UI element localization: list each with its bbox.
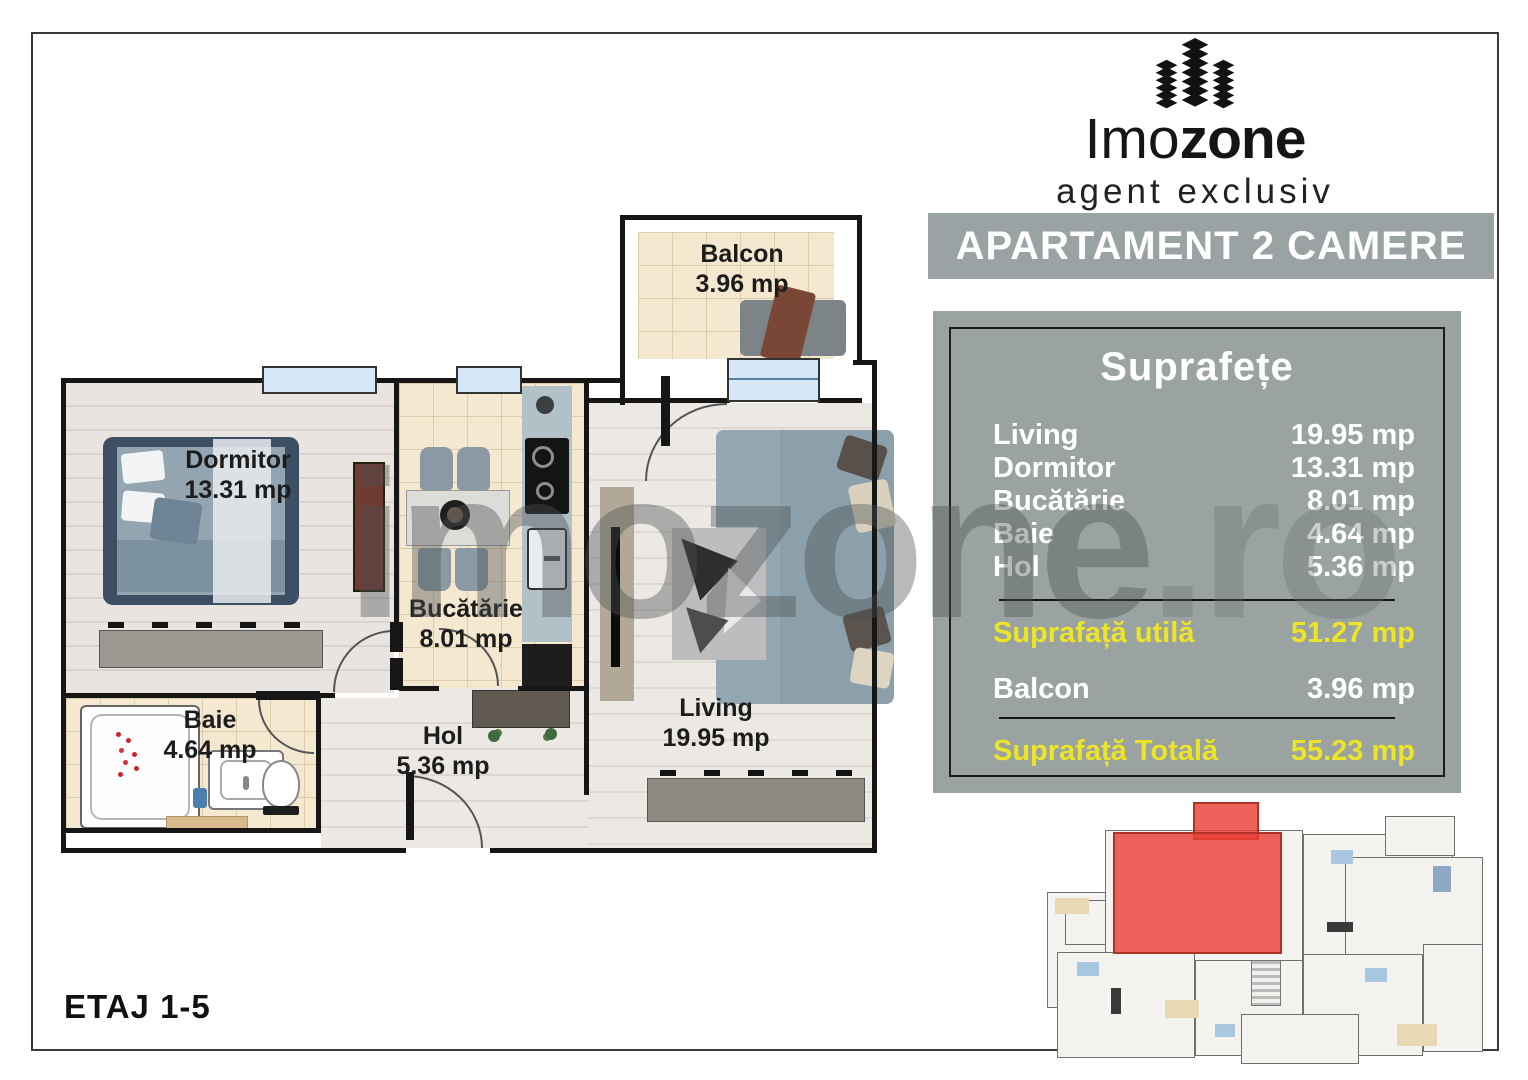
balcony-door-window xyxy=(727,358,820,402)
wall xyxy=(589,398,730,403)
overview-bed xyxy=(1215,1024,1235,1037)
wardrobe xyxy=(353,462,385,592)
faucet xyxy=(544,556,560,561)
brand-bold: zone xyxy=(1179,107,1307,171)
chair xyxy=(457,447,490,490)
bathtub-inner xyxy=(90,714,190,820)
panel-title: Suprafețe xyxy=(1100,345,1294,389)
tv xyxy=(611,527,620,667)
highlighted-apartment xyxy=(1113,832,1282,954)
overview-bed xyxy=(1331,850,1353,864)
wall xyxy=(61,848,406,853)
wall xyxy=(872,360,877,851)
brand-light: Imo xyxy=(1084,107,1180,171)
banner-title: APARTAMENT 2 CAMERE xyxy=(955,223,1467,268)
wall xyxy=(584,380,589,795)
counter-item xyxy=(536,396,554,414)
wall xyxy=(620,215,862,220)
door-jamb xyxy=(390,658,403,690)
plant xyxy=(488,730,500,742)
overview-tiles xyxy=(1397,1024,1437,1046)
sideboard-handles xyxy=(660,770,868,776)
sink-drain xyxy=(243,776,249,790)
brand-wordmark: Imozone xyxy=(1040,107,1350,171)
wall xyxy=(399,686,439,691)
entry-door-leaf xyxy=(406,772,414,840)
hall-console xyxy=(472,690,570,728)
wall xyxy=(818,398,862,403)
bath-accessory xyxy=(193,788,207,808)
window-divider xyxy=(729,378,818,380)
wall xyxy=(518,686,584,691)
overview-tiles xyxy=(1055,898,1089,914)
wall xyxy=(853,360,877,365)
bathroom-door-lintel xyxy=(256,691,320,700)
building-floor-overview xyxy=(1045,802,1487,1064)
logo: Imozone agent exclusiv xyxy=(1040,38,1350,212)
chair xyxy=(418,548,451,591)
wall xyxy=(61,378,66,851)
apartment-type-banner: APARTAMENT 2 CAMERE xyxy=(928,213,1494,279)
toilet xyxy=(262,760,300,808)
door-jamb xyxy=(390,622,403,652)
wall xyxy=(61,828,321,833)
panel-inner-border xyxy=(949,327,1445,777)
table-bowl xyxy=(447,507,463,523)
chair xyxy=(455,548,488,591)
floor-range-label: ETAJ 1-5 xyxy=(64,988,211,1025)
brand-tagline: agent exclusiv xyxy=(1056,171,1334,211)
overview-furniture xyxy=(1327,922,1353,932)
bedroom-window xyxy=(262,366,377,394)
plant xyxy=(545,728,557,740)
kitchen-cabinet xyxy=(522,644,572,690)
dresser-handles xyxy=(108,622,320,628)
stove-burner xyxy=(536,482,554,500)
buildings-icon xyxy=(1155,38,1235,109)
page-frame xyxy=(31,32,1499,1051)
panel-divider xyxy=(999,599,1395,601)
wall xyxy=(316,697,321,830)
overview-apartment xyxy=(1241,1014,1359,1064)
chair xyxy=(420,447,453,490)
overview-room xyxy=(1385,816,1455,856)
overview-bed xyxy=(1365,968,1387,982)
stove-burner xyxy=(532,446,554,468)
overview-tiles xyxy=(1165,1000,1199,1018)
wall xyxy=(394,380,399,622)
wall xyxy=(61,693,335,698)
overview-stairs xyxy=(1251,960,1281,1006)
overview-bed xyxy=(1077,962,1099,976)
bed-runner xyxy=(213,439,271,603)
bedroom-dresser xyxy=(99,630,323,668)
kitchen-window xyxy=(456,366,522,394)
wall xyxy=(857,215,862,365)
living-sideboard xyxy=(647,778,865,822)
rose-petals xyxy=(116,732,121,737)
wall xyxy=(490,848,877,853)
overview-furniture xyxy=(1111,988,1121,1014)
door-leaf xyxy=(661,376,670,446)
overview-bed xyxy=(1433,866,1451,892)
panel-divider xyxy=(999,717,1395,719)
toilet-tank xyxy=(263,806,299,815)
kitchen-counter xyxy=(522,386,572,642)
wall xyxy=(620,215,625,405)
